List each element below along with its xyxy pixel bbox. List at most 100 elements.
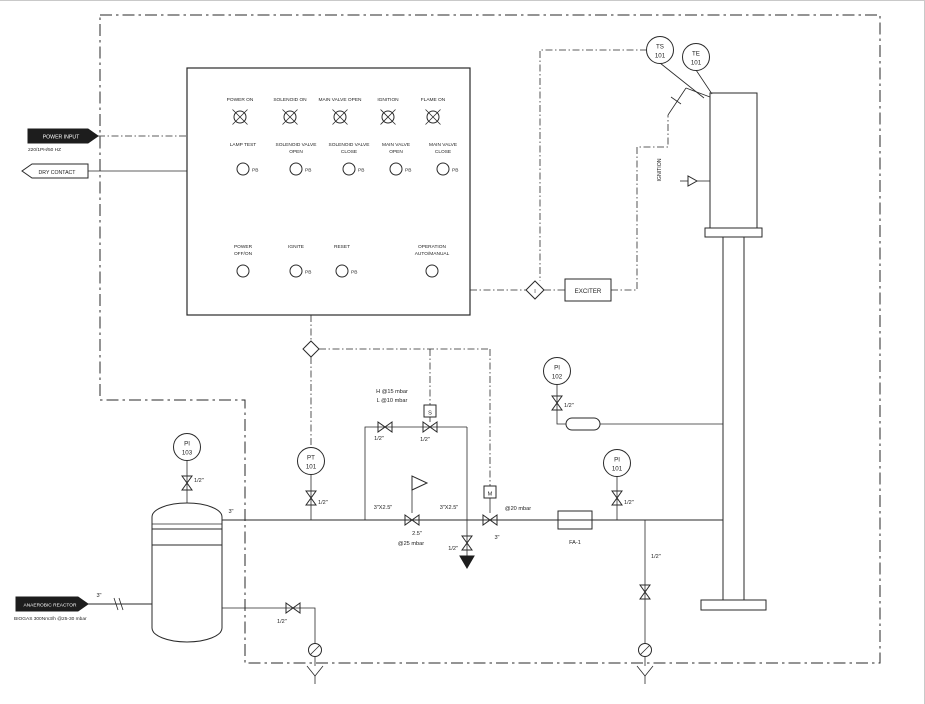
flare-base	[700, 599, 767, 611]
reducer-label: 3"X2.5"	[440, 505, 459, 511]
svg-text:AUTO/MANUAL: AUTO/MANUAL	[415, 251, 450, 257]
panel-lamp-flame-on: FLAME ON	[421, 97, 446, 125]
panel-button-solenoid-valve-close: SOLENOID VALVE CLOSE PB	[329, 142, 370, 176]
svg-text:SOLENOID VALVE: SOLENOID VALVE	[276, 142, 317, 148]
svg-text:MAIN VALVE: MAIN VALVE	[429, 142, 457, 148]
pushbutton-icon	[335, 264, 349, 278]
reducer-label: 3"X2.5"	[374, 505, 393, 511]
svg-text:SOLENOID ON: SOLENOID ON	[273, 97, 307, 103]
instrument-pi102: PI 102	[543, 357, 571, 385]
ignition-system: I EXCITER IGNITION	[302, 87, 711, 358]
interlock-label: I	[534, 289, 536, 295]
battery-limit-boundary	[99, 14, 881, 664]
dry-contact-flag: DRY CONTACT	[21, 163, 89, 179]
svg-text:PI: PI	[554, 365, 560, 372]
size-label: 1/2"	[318, 500, 328, 506]
svg-text:DRY CONTACT: DRY CONTACT	[39, 170, 77, 176]
svg-text:PB: PB	[358, 168, 364, 174]
instrument-te101: TE 101	[682, 43, 710, 71]
biogas-condition-label: BIOGAS 300Nm3/h @25-30 mbar	[14, 616, 87, 622]
svg-text:IGNITE: IGNITE	[288, 244, 304, 250]
panel-button-main-valve-open: MAIN VALVE OPEN PB	[382, 142, 411, 176]
size-label: 1/2"	[624, 500, 634, 506]
flare-riser	[722, 236, 745, 601]
svg-text:101: 101	[691, 60, 702, 67]
panel-selector-operation-auto-manual: OPERATION AUTO/MANUAL	[415, 244, 450, 278]
panel-lamp-main-valve-open: MAIN VALVE OPEN	[318, 97, 362, 125]
svg-text:PB: PB	[452, 168, 458, 174]
instrument-ts101: TS 101	[646, 36, 674, 64]
svg-text:MAIN VALVE OPEN: MAIN VALVE OPEN	[318, 97, 362, 103]
interlock-diamond	[525, 280, 545, 300]
flame-arrestor-icon	[557, 510, 593, 530]
svg-text:PI: PI	[184, 441, 190, 448]
solenoid-actuator-box	[423, 404, 437, 418]
svg-text:LAMP TEST: LAMP TEST	[230, 142, 257, 148]
selector-icon	[425, 264, 439, 278]
after-motor-valve-size-label: 3"	[494, 535, 499, 541]
exciter-box	[564, 278, 612, 302]
instrument-pi101: PI 101	[603, 449, 631, 477]
size-label: 1/2"	[564, 403, 574, 409]
svg-text:101: 101	[612, 466, 623, 473]
regulator-size-label: 2.5"	[412, 531, 422, 537]
svg-text:OPEN: OPEN	[389, 149, 403, 155]
svg-text:PB: PB	[252, 168, 258, 174]
pushbutton-icon	[389, 162, 403, 176]
panel-button-reset: RESET PB	[334, 244, 357, 278]
size-label: 1/2"	[374, 436, 384, 442]
size-label: 1/2"	[194, 478, 204, 484]
external-flags: POWER INPUT 220/1PH/50 HZ DRY CONTACT AN…	[14, 128, 99, 622]
instrument-bubbles: TS 101 TE 101 PI 102 PI 103 PT 101 PI 10…	[173, 36, 710, 477]
svg-text:102: 102	[552, 374, 563, 381]
anaerobic-reactor-flag: ANAEROBIC REACTOR BIOGAS 300Nm3/h @25-30…	[14, 596, 89, 622]
instrument-pi103: PI 103	[173, 433, 201, 461]
anaerobic-reactor-vessel	[113, 502, 223, 643]
inlet-size-label: 3"	[96, 593, 101, 599]
panel-button-lamp-test: LAMP TEST PB	[230, 142, 258, 176]
panel-button-ignite: IGNITE PB	[288, 244, 311, 278]
solenoid-box-label: S	[428, 411, 432, 417]
svg-text:OPEN: OPEN	[289, 149, 303, 155]
flare-flange	[704, 227, 763, 238]
svg-text:SOLENOID VALVE: SOLENOID VALVE	[329, 142, 370, 148]
motor-box-label: M	[488, 492, 493, 498]
panel-button-main-valve-close: MAIN VALVE CLOSE PB	[429, 142, 458, 176]
vent-outlet-icon	[459, 555, 475, 569]
high-setpoint-label: H @15 mbar	[376, 389, 408, 395]
pipe-break-icon	[113, 597, 119, 611]
control-panel: POWER ON SOLENOID ON MAIN VALVE OPEN IGN…	[186, 67, 471, 316]
outlet-size-label: 3"	[228, 509, 233, 515]
svg-text:PB: PB	[351, 270, 357, 276]
signal-lines	[88, 49, 669, 486]
pilot-nozzle-icon	[687, 175, 699, 187]
te-lead	[695, 69, 713, 95]
regulator-actuator-flag	[411, 475, 429, 491]
size-label: 1/2"	[651, 554, 661, 560]
pushbutton-icon	[289, 162, 303, 176]
panel-signal-diamond	[302, 340, 320, 358]
flare-stack	[659, 62, 767, 611]
drain-pot-left-icon	[308, 643, 322, 657]
instrument-pt101: PT 101	[297, 447, 325, 475]
pushbutton-icon	[436, 162, 450, 176]
pushbutton-icon	[236, 162, 250, 176]
svg-text:TE: TE	[692, 51, 700, 58]
flare-tip-section	[709, 92, 758, 229]
motor-actuator-box	[483, 485, 497, 499]
svg-text:RESET: RESET	[334, 244, 350, 250]
svg-text:PT: PT	[307, 455, 315, 462]
panel-lamp-power-on: POWER ON	[227, 97, 254, 125]
power-input-sub-label: 220/1PH/50 HZ	[28, 147, 61, 153]
panel-button-solenoid-valve-open: SOLENOID VALVE OPEN PB	[276, 142, 317, 176]
reactor-hatched-band	[151, 528, 223, 546]
svg-text:CLOSE: CLOSE	[435, 149, 451, 155]
svg-text:TS: TS	[656, 44, 664, 51]
panel-lamp-ignition: IGNITION	[377, 97, 399, 125]
svg-text:ANAEROBIC REACTOR: ANAEROBIC REACTOR	[24, 603, 77, 609]
svg-text:101: 101	[655, 53, 666, 60]
pushbutton-icon	[289, 264, 303, 278]
inline-components: S M	[181, 395, 654, 685]
svg-text:PI: PI	[614, 457, 620, 464]
